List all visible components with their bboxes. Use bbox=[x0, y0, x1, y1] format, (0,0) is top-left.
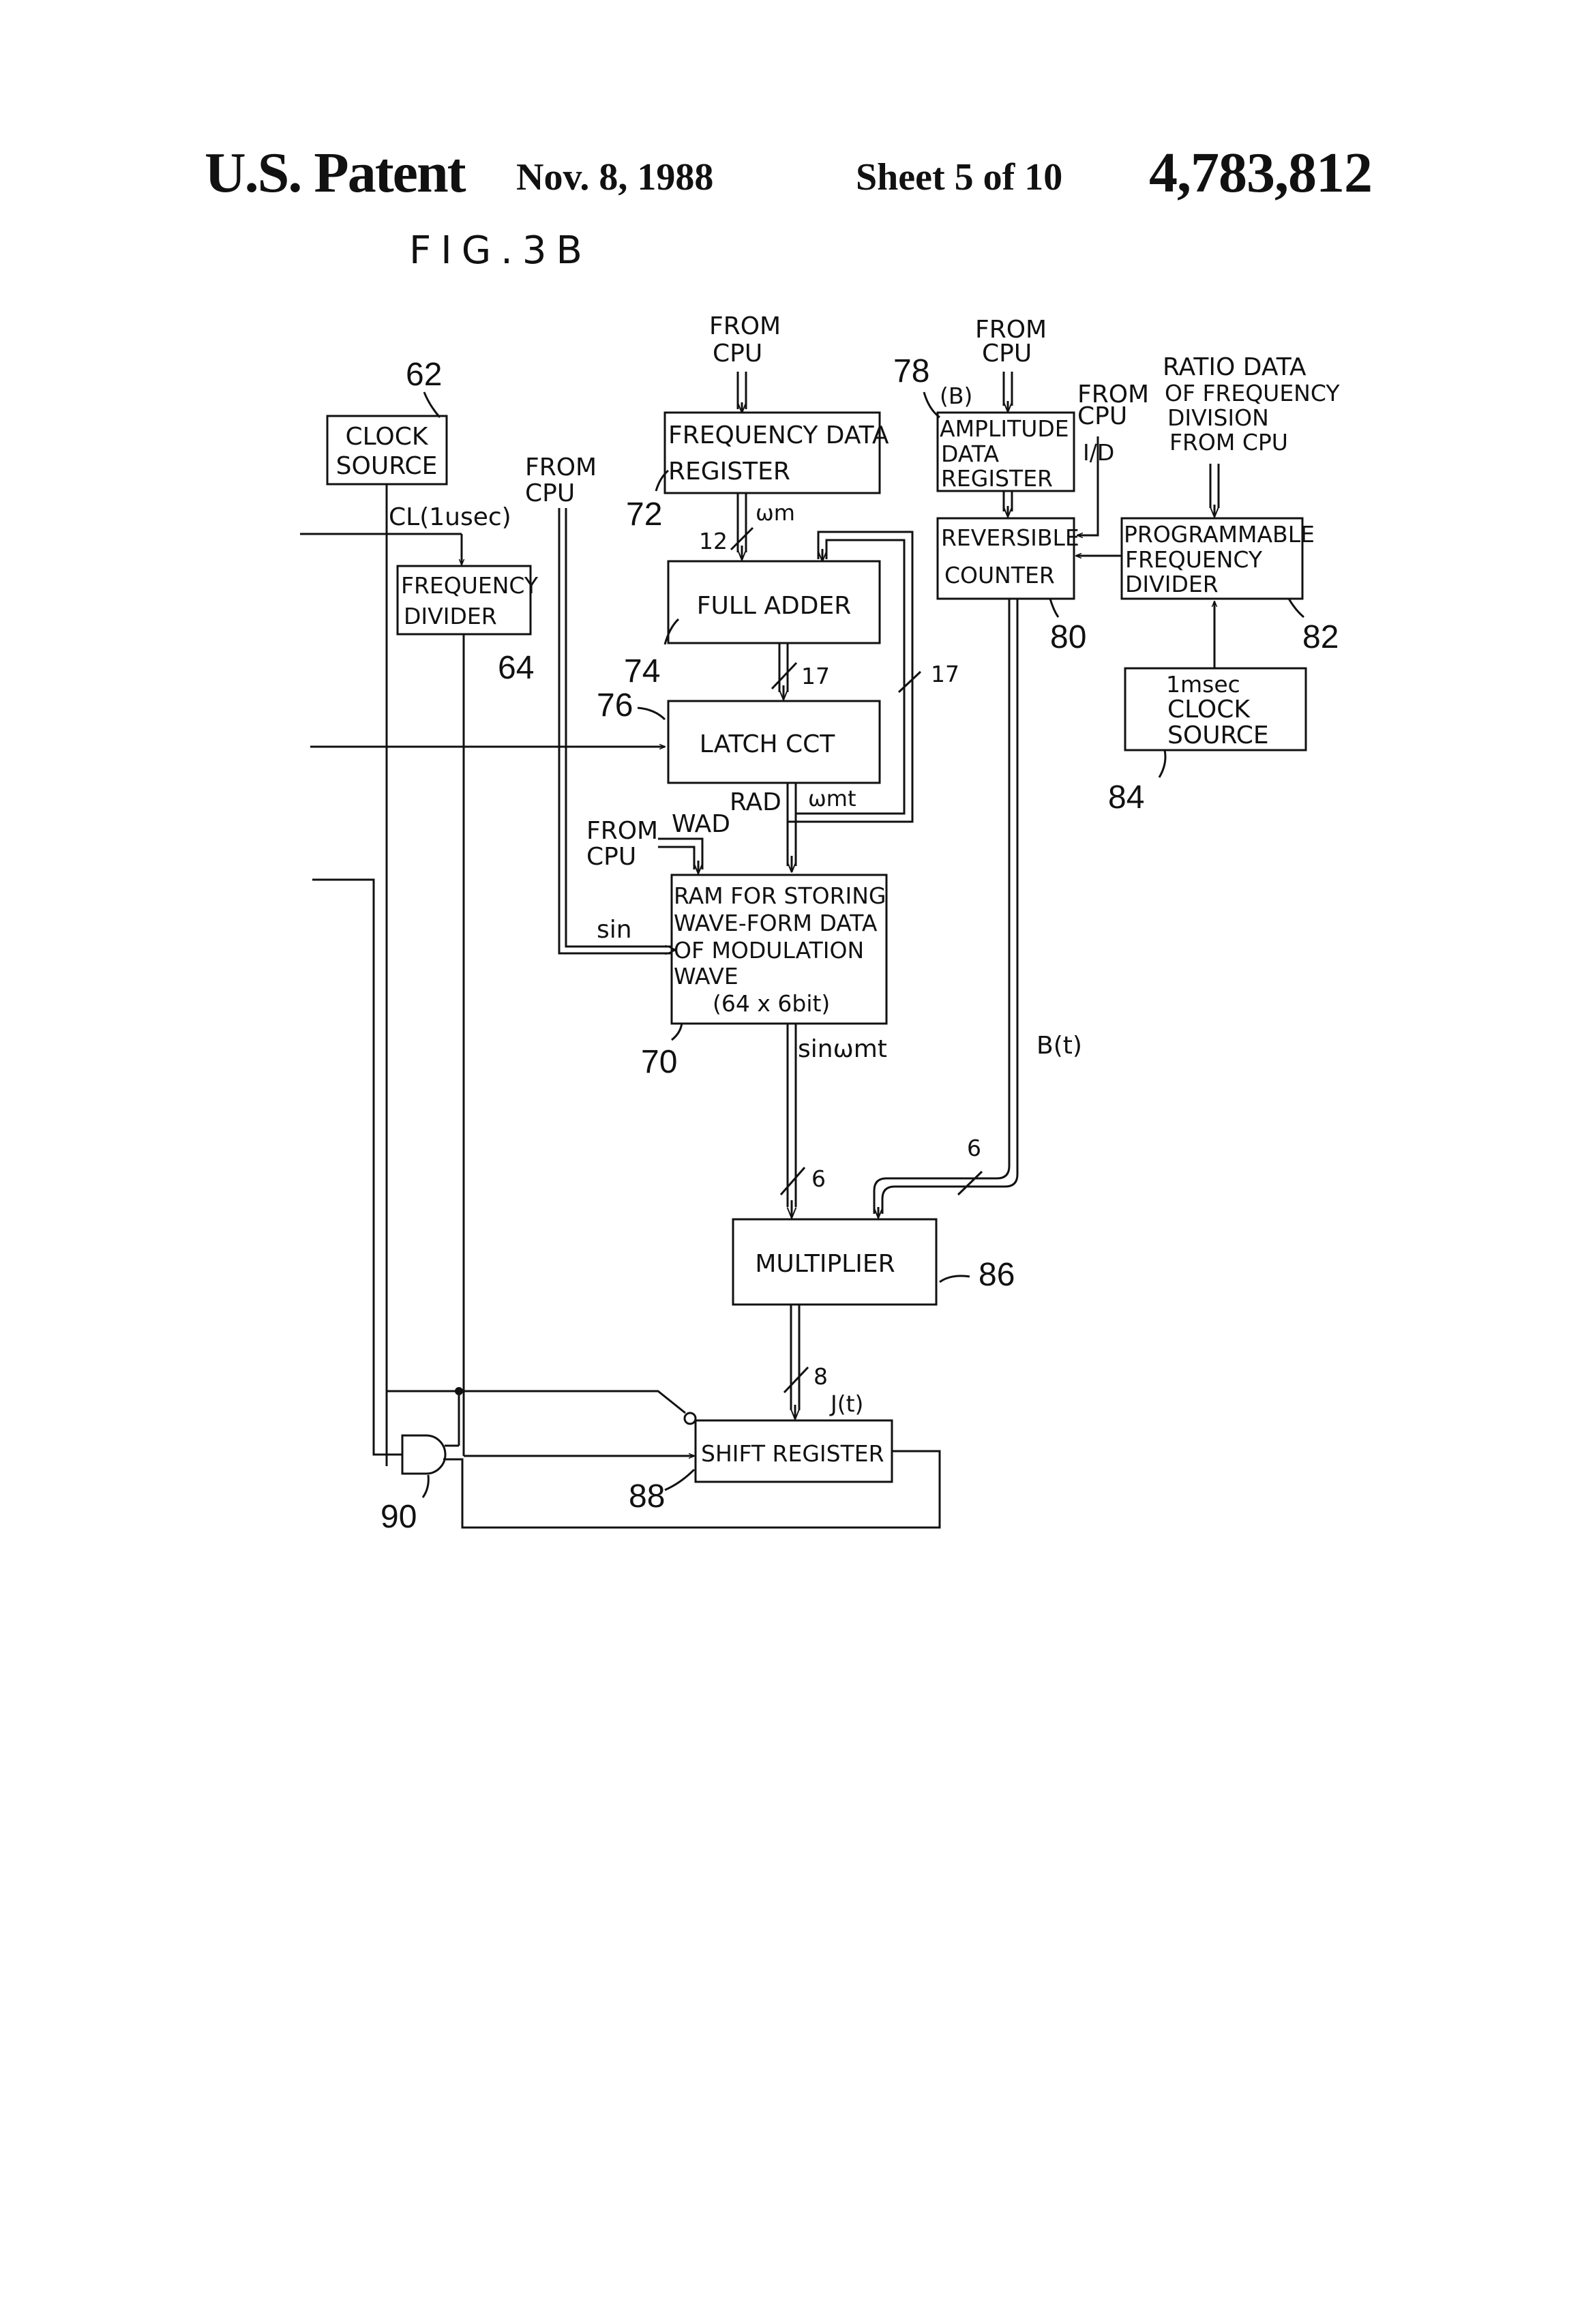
latch-block: LATCH CCT bbox=[667, 700, 881, 784]
msec-line3: SOURCE bbox=[1167, 721, 1269, 749]
bits-6a: 6 bbox=[811, 1165, 826, 1192]
shift-register-label: SHIFT REGISTER bbox=[701, 1440, 884, 1467]
bits-17a: 17 bbox=[801, 663, 830, 689]
amplitude-register-block: AMPLITUDE DATA REGISTER bbox=[936, 411, 1075, 492]
multiplier-label: MULTIPLIER bbox=[755, 1250, 895, 1278]
amplitude-line2: DATA bbox=[941, 441, 999, 467]
prog-divider-line2: FREQUENCY bbox=[1125, 546, 1263, 573]
ram-line5: (64 x 6bit) bbox=[713, 990, 830, 1017]
full-adder-label: FULL ADDER bbox=[697, 592, 851, 620]
clock-source-line2: SOURCE bbox=[336, 452, 438, 480]
ratio-line1: RATIO DATA bbox=[1163, 353, 1307, 381]
multiplier-block: MULTIPLIER bbox=[732, 1218, 938, 1306]
freq-divider-line2: DIVIDER bbox=[404, 603, 497, 629]
from-label-72: FROM bbox=[709, 312, 781, 340]
ref-86: 86 bbox=[979, 1257, 1015, 1293]
programmable-divider-block: PROGRAMMABLE FREQUENCY DIVIDER bbox=[1120, 517, 1315, 600]
prog-divider-line3: DIVIDER bbox=[1125, 571, 1219, 597]
cpu-label-72: CPU bbox=[713, 340, 762, 368]
bt-label: B(t) bbox=[1036, 1032, 1082, 1060]
clock-signal-label: CL(1usec) bbox=[389, 503, 511, 531]
sin-label: sin bbox=[597, 916, 632, 944]
ref-80: 80 bbox=[1050, 619, 1086, 655]
patent-number: 4,783,812 bbox=[1149, 141, 1373, 205]
ram-line1: RAM FOR STORING bbox=[674, 882, 886, 909]
ref-70: 70 bbox=[641, 1044, 677, 1080]
ram-line2: WAVE-FORM DATA bbox=[674, 910, 878, 936]
from-label-wad: FROM bbox=[586, 817, 658, 845]
clock-source-line1: CLOCK bbox=[346, 423, 429, 451]
frequency-data-register-block: FREQUENCY DATA REGISTER bbox=[663, 411, 889, 494]
cpu-label-wad: CPU bbox=[586, 843, 636, 871]
ref-74: 74 bbox=[624, 653, 660, 689]
cpu-label-id: CPU bbox=[1077, 402, 1127, 430]
ref-90: 90 bbox=[380, 1499, 417, 1535]
counter-line1: REVERSIBLE bbox=[941, 524, 1079, 551]
ram-line3: OF MODULATION bbox=[674, 937, 864, 964]
freq-register-line2: REGISTER bbox=[668, 458, 790, 486]
amplitude-line1: AMPLITUDE bbox=[940, 415, 1069, 442]
msec-line2: CLOCK bbox=[1167, 696, 1251, 724]
ram-line4: WAVE bbox=[674, 963, 738, 989]
ratio-line3: DIVISION bbox=[1167, 404, 1269, 431]
reversible-counter-block: REVERSIBLE COUNTER bbox=[936, 517, 1079, 600]
ref-72: 72 bbox=[626, 496, 662, 533]
sinwmt-label: sinωmt bbox=[798, 1035, 887, 1063]
ram-block: RAM FOR STORING WAVE-FORM DATA OF MODULA… bbox=[670, 874, 888, 1025]
bits-12: 12 bbox=[699, 528, 728, 554]
prog-divider-line1: PROGRAMMABLE bbox=[1124, 521, 1315, 548]
freq-divider-line1: FREQUENCY bbox=[401, 572, 539, 599]
amplitude-line3: REGISTER bbox=[941, 465, 1053, 492]
freq-register-line1: FREQUENCY DATA bbox=[668, 421, 889, 449]
patent-title: U.S. Patent bbox=[205, 141, 466, 205]
amplitude-tag-b: (B) bbox=[940, 383, 972, 409]
bits-17b: 17 bbox=[931, 661, 959, 687]
wad-label: WAD bbox=[672, 810, 730, 838]
ref-84: 84 bbox=[1108, 779, 1144, 816]
sheet-number: Sheet 5 of 10 bbox=[856, 156, 1063, 198]
jt-label: J(t) bbox=[829, 1390, 863, 1417]
from-label-sin: FROM bbox=[525, 453, 597, 481]
patent-date: Nov. 8, 1988 bbox=[516, 156, 714, 198]
ref-64: 64 bbox=[498, 650, 534, 686]
ref-62: 62 bbox=[406, 357, 442, 393]
counter-line2: COUNTER bbox=[944, 562, 1055, 589]
shift-register-block: SHIFT REGISTER bbox=[694, 1419, 893, 1483]
from-label-78: FROM bbox=[975, 316, 1047, 344]
clock-source-block: CLOCK SOURCE bbox=[326, 415, 448, 486]
ref-88: 88 bbox=[629, 1478, 665, 1515]
ref-82: 82 bbox=[1302, 619, 1339, 655]
msec-line1: 1msec bbox=[1166, 671, 1240, 698]
frequency-divider-block: FREQUENCY DIVIDER bbox=[396, 565, 539, 636]
ratio-line4: FROM CPU bbox=[1169, 429, 1288, 456]
figure-label: FIG.3B bbox=[409, 228, 592, 273]
ref-78: 78 bbox=[893, 353, 929, 389]
full-adder-block: FULL ADDER bbox=[667, 560, 881, 644]
wmt-label: ωmt bbox=[808, 786, 856, 811]
rad-label: RAD bbox=[730, 788, 781, 816]
wm-label: ωm bbox=[756, 500, 795, 526]
bits-6b: 6 bbox=[967, 1135, 981, 1161]
and-gate bbox=[401, 1434, 447, 1475]
from-label-id: FROM bbox=[1077, 381, 1149, 408]
cpu-label-78: CPU bbox=[982, 340, 1032, 368]
latch-label: LATCH CCT bbox=[700, 730, 836, 758]
ratio-line2: OF FREQUENCY bbox=[1165, 380, 1340, 406]
msec-clock-block: 1msec CLOCK SOURCE bbox=[1124, 667, 1307, 751]
ref-76: 76 bbox=[597, 687, 633, 724]
cpu-label-sin: CPU bbox=[525, 479, 575, 507]
bits-8: 8 bbox=[814, 1363, 828, 1390]
